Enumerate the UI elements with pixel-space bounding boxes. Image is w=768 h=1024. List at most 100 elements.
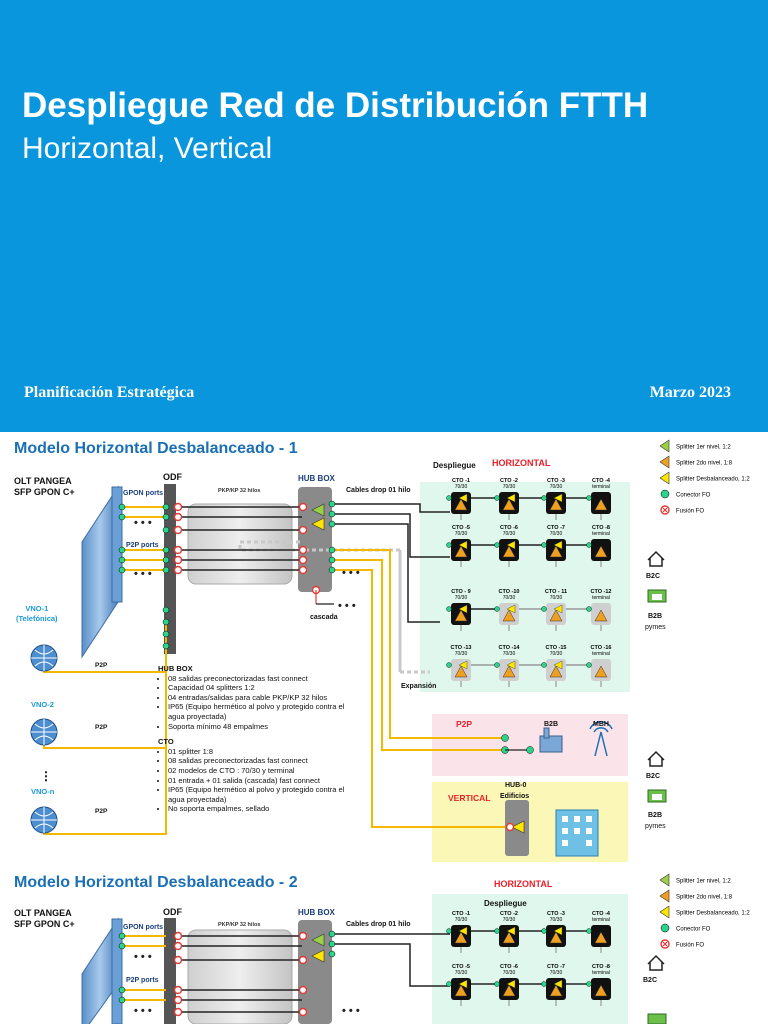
splitter-desbalanceado-icon: [553, 604, 563, 614]
pkp-label: PKP/KP 32 hilos: [218, 488, 261, 494]
odf-hub-fibers: [176, 933, 450, 1013]
cto-name: CTO - 9: [451, 589, 470, 595]
splitter-1-8-icon: [502, 609, 516, 622]
orange-triangle-icon: [659, 455, 670, 469]
notes-panel: HUB BOX 08 salidas preconectorizadas fas…: [158, 662, 358, 814]
cto-node: CTO -170/30: [446, 911, 497, 953]
hub-splitter-icon: [311, 517, 325, 531]
connector-icon: [494, 981, 500, 987]
connector-icon: [494, 542, 500, 548]
connector-icon: [586, 981, 592, 987]
cto-type: 70/30: [503, 595, 516, 601]
horizontal-label: HORIZONTAL: [494, 879, 553, 889]
legend-label: Conector FO: [676, 927, 711, 933]
connector-icon: [586, 606, 592, 612]
cover-date: Marzo 2023: [649, 384, 731, 401]
store-icon: [647, 589, 667, 603]
note-item: 01 entrada + 01 salida (cascada) fast co…: [168, 776, 358, 786]
hub-cto-fibers: [332, 503, 450, 623]
note-item: 08 salidas preconectorizadas fast connec…: [168, 674, 358, 684]
olt-model: SFP GPON C+: [14, 487, 75, 497]
note-item: 02 modelos de CTO : 70/30 y terminal: [168, 766, 358, 776]
hub-splitter-icon: [311, 949, 325, 963]
slide-title: Modelo Horizontal Desbalanceado - 1: [14, 440, 298, 457]
legend-item: Splitter 1er nivel, 1:2: [659, 439, 731, 453]
p2p-region: [432, 714, 628, 776]
splitter-1-8-icon: [502, 545, 516, 558]
cto-node: CTO -370/30: [541, 478, 589, 520]
house-icon: [647, 954, 665, 971]
cto-name: CTO -13: [451, 645, 472, 651]
olt-odf-fibers: [122, 935, 166, 1001]
cto-name: CTO -8: [592, 964, 610, 970]
cto-node: CTO -670/30: [494, 525, 544, 567]
olt-name: OLT PANGEA: [14, 476, 72, 486]
hub0-splitter-icon: [511, 820, 525, 834]
splitter-1-8-icon: [549, 498, 563, 511]
connector-icon: [541, 662, 547, 668]
cto-node: CTO -170/30: [446, 478, 497, 520]
cto-name: CTO -3: [547, 478, 565, 484]
despliegue-label: Despliegue: [433, 461, 476, 470]
note-item: No soporta empalmes, sellado: [168, 804, 358, 814]
odf-label: ODF: [163, 472, 182, 482]
cto-name: CTO -4: [592, 911, 611, 917]
note-item: Soporta mínimo 48 empalmes: [168, 722, 358, 732]
splitter-1-8-icon: [502, 665, 516, 678]
slide-modelo-1: Modelo Horizontal Desbalanceado - 1: [0, 432, 768, 864]
cto-type: 70/30: [503, 970, 516, 976]
horizontal-region: [420, 482, 630, 692]
mbh-label: MBH: [593, 721, 609, 728]
splitter-1-8-icon: [454, 545, 468, 558]
svg-text:• • •: • • •: [342, 1005, 360, 1017]
odf-rack: [164, 918, 176, 1024]
splitter-1-8-icon: [454, 931, 468, 944]
legend-item: Conector FO: [660, 489, 711, 499]
cto-notes-title: CTO: [158, 737, 174, 747]
note-item: Capacidad 04 splitters 1:2: [168, 683, 358, 693]
p2p-ports-label: P2P ports: [126, 542, 159, 549]
legend-label: Fusión FO: [676, 509, 704, 515]
olt-front: [111, 918, 123, 1024]
connector-icon: [494, 662, 500, 668]
vertical-label: VERTICAL: [448, 793, 491, 803]
green-triangle-icon: [659, 439, 670, 453]
legend-label: Splitter Desbalanceado, 1:2: [676, 477, 750, 483]
cto-name: CTO -7: [547, 525, 565, 531]
cto-type: 70/30: [503, 651, 516, 657]
splitter-desbalanceado-icon: [553, 979, 563, 989]
vno-globe-icon: [30, 644, 58, 672]
gpon-ports-label: GPON ports: [123, 924, 164, 931]
svg-text:• • •: • • •: [338, 600, 356, 612]
b2c-label: B2C: [646, 773, 661, 780]
connector-icon: [541, 981, 547, 987]
hub-connectors: [118, 930, 336, 1004]
cto-type: terminal: [592, 917, 610, 923]
legend-item: Splitter Desbalanceado, 1:2: [659, 471, 750, 485]
splitter-1-8-icon: [502, 498, 516, 511]
legend-label: Fusión FO: [676, 943, 704, 949]
cto-node: CTO -570/30: [446, 964, 497, 1006]
connector-icon: [494, 928, 500, 934]
splitter-1-8-icon: [502, 931, 516, 944]
splitter-1-8-icon: [594, 609, 608, 622]
p2p-link-label: P2P: [95, 662, 108, 669]
legend-label: Conector FO: [676, 493, 711, 499]
cto-name: CTO -7: [547, 964, 565, 970]
connector-icon: [586, 928, 592, 934]
cover-department: Planificación Estratégica: [24, 384, 195, 401]
cto-name: CTO -8: [592, 525, 610, 531]
p2p-region-label: P2P: [456, 719, 473, 729]
cables-drop-label: Cables drop 01 hilo: [346, 487, 411, 494]
cto-type: terminal: [592, 595, 610, 601]
fusion-marks: [173, 931, 308, 1017]
legend-item: Splitter 1er nivel, 1:2: [659, 873, 731, 887]
connector-icon: [494, 606, 500, 612]
green-triangle-icon: [659, 873, 670, 887]
connector-icon: [494, 495, 500, 501]
horizontal-region: [432, 894, 628, 1024]
